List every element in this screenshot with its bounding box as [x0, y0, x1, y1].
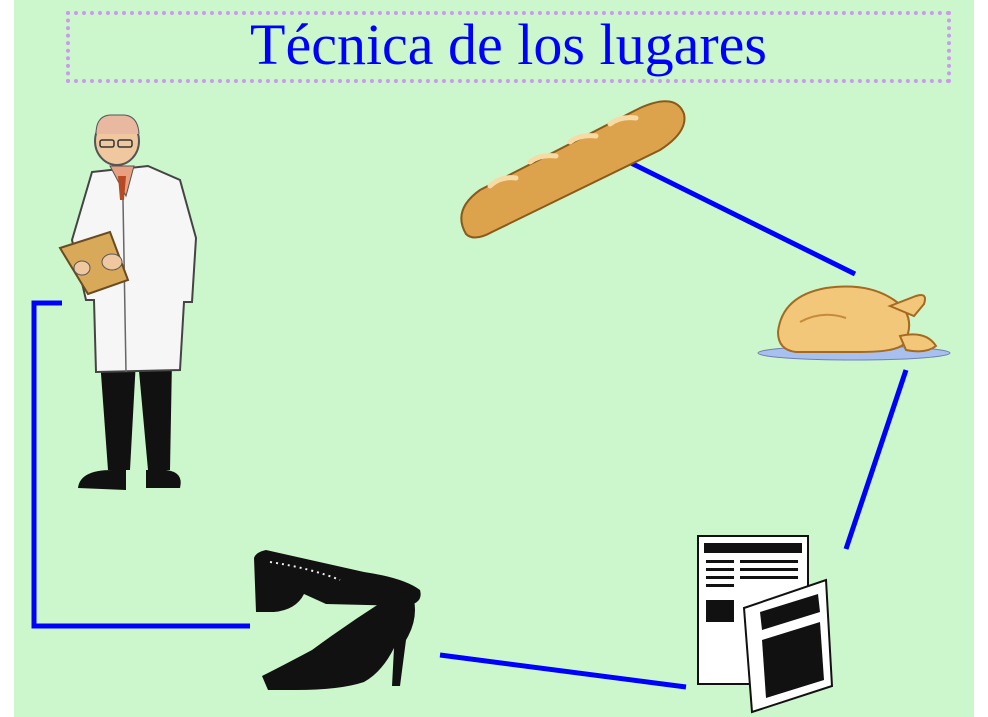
baguette-icon — [460, 100, 686, 239]
connector-doctor-shoes — [31, 300, 250, 629]
title-box: Técnica de los lugares — [66, 11, 951, 83]
connector-shoes-newspaper — [439, 652, 687, 690]
connector-newspaper-chicken — [843, 369, 909, 550]
doctor-icon — [58, 114, 198, 490]
route-connectors — [31, 160, 909, 690]
connector-chicken-baguette — [629, 160, 857, 277]
slide-title: Técnica de los lugares — [250, 12, 767, 77]
roast-chicken-icon — [757, 285, 951, 361]
newspaper-icon — [697, 535, 834, 714]
shoes-icon — [254, 550, 421, 690]
